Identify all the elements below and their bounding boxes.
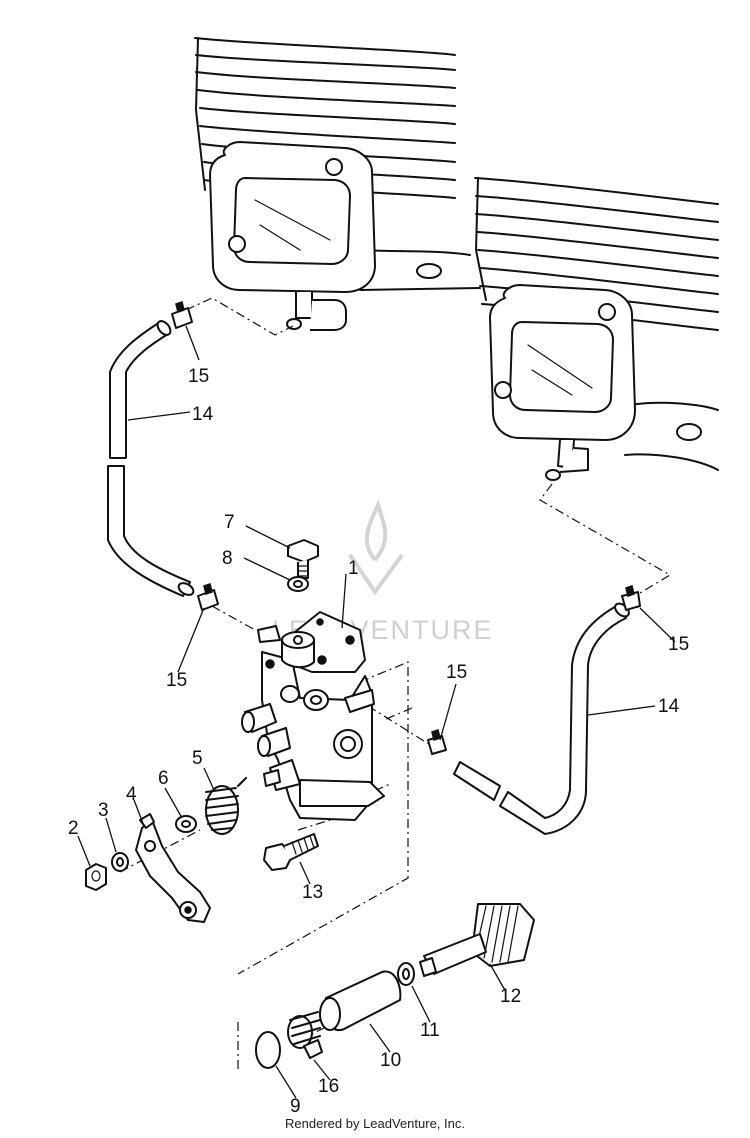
- sealing-washer: [287, 576, 309, 592]
- callout-16: 16: [318, 1076, 339, 1097]
- callout-5: 5: [192, 748, 203, 769]
- callout-11: 11: [420, 1020, 440, 1041]
- callout-15-top-right: 15: [668, 634, 689, 655]
- callout-12: 12: [500, 986, 521, 1007]
- hose-clamps: [171, 301, 641, 755]
- callout-13: 13: [302, 882, 323, 903]
- callout-labels: 1 2 3 4 5 6 7 8 9 10 11 12 13 14 14 15 1…: [68, 366, 689, 1117]
- callout-4: 4: [126, 784, 137, 805]
- clamp-mid-left: [197, 583, 219, 611]
- callout-6: 6: [158, 768, 169, 789]
- oil-pump-body: [241, 611, 385, 821]
- right-oil-hose: [453, 602, 630, 835]
- callout-10: 10: [380, 1050, 401, 1071]
- leader-lines: [77, 325, 676, 1099]
- lock-washer: [111, 852, 129, 872]
- thrust-washer: [397, 962, 415, 986]
- o-ring: [255, 1031, 281, 1069]
- left-cylinder: [194, 37, 481, 331]
- drive-spring: [287, 1011, 323, 1059]
- callout-15-mid-right: 15: [446, 662, 467, 683]
- watermark-logo: [348, 498, 404, 596]
- callout-14-left: 14: [192, 404, 214, 425]
- clamp-top-left: [171, 301, 193, 329]
- pump-control-lever: [135, 813, 211, 923]
- clamp-mid-right: [427, 729, 447, 755]
- banjo-bolt: [287, 539, 319, 579]
- callout-2: 2: [68, 818, 79, 839]
- callout-14-right: 14: [658, 696, 680, 717]
- render-credit: Rendered by LeadVenture, Inc.: [285, 1116, 465, 1131]
- return-spring: [205, 777, 247, 835]
- pump-sleeve: [319, 970, 402, 1032]
- pump-drive-gear: [419, 903, 535, 977]
- clamp-top-right: [621, 585, 641, 611]
- callout-9: 9: [290, 1096, 301, 1117]
- callout-3: 3: [98, 800, 109, 821]
- callout-15-top-left: 15: [188, 366, 209, 387]
- callout-7: 7: [224, 512, 235, 533]
- hex-nut: [85, 863, 107, 891]
- callout-15-mid-left: 15: [166, 670, 187, 691]
- flat-washer: [175, 815, 197, 833]
- right-cylinder: [474, 177, 719, 481]
- left-oil-hose: [107, 320, 195, 597]
- mounting-bolt: [263, 833, 319, 871]
- callout-8: 8: [222, 548, 233, 569]
- callout-1: 1: [348, 558, 359, 579]
